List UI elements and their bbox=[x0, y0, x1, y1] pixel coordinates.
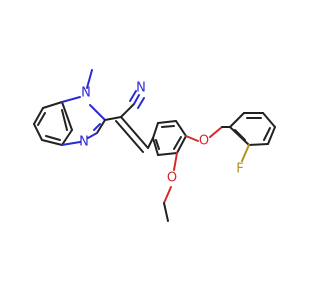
acrylonitrile-linkage bbox=[104, 94, 154, 153]
c-f-bond bbox=[241, 144, 250, 162]
benzyloxy-linkage bbox=[185, 126, 231, 142]
atom-label-o-benzyloxy: O bbox=[199, 134, 209, 149]
atom-label-f: F bbox=[236, 162, 243, 177]
atom-label-n-methyl: N bbox=[81, 86, 91, 101]
molecule-structure: N N N O O F bbox=[33, 69, 276, 222]
benzimidazole-imidazole-ring bbox=[61, 96, 106, 146]
benzimidazole-benzene-ring bbox=[33, 101, 73, 146]
molecule-diagram: N N N O O F bbox=[33, 69, 276, 222]
atom-label-o-ethoxy: O bbox=[167, 171, 177, 186]
atom-label-n-imine: N bbox=[79, 135, 89, 150]
central-phenyl-ring bbox=[152, 120, 187, 156]
fluorophenyl-ring bbox=[229, 112, 276, 146]
atom-label-n-nitrile: N bbox=[136, 81, 146, 96]
n-methyl-bond bbox=[86, 69, 93, 89]
ethoxy-group bbox=[163, 152, 178, 222]
nitrile-triple-bond bbox=[129, 90, 145, 109]
